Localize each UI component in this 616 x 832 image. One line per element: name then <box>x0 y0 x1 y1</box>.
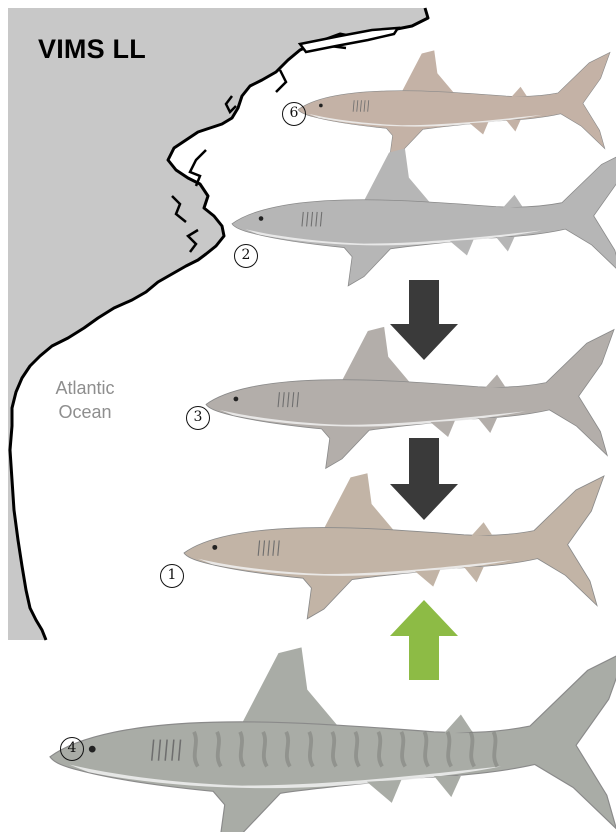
shark-anal-fin <box>496 237 514 252</box>
shark-dorsal-fin <box>364 149 430 203</box>
shark-second-dorsal-fin <box>503 195 523 208</box>
up-arrow-icon <box>390 600 458 680</box>
shark-eye <box>212 545 217 550</box>
rank-badge-shark-3: 3 <box>186 406 210 430</box>
shark-body <box>184 476 604 619</box>
shark-anal-fin <box>464 567 484 582</box>
shark-illustration <box>232 149 616 286</box>
shark-pelvic-fin <box>415 570 440 587</box>
shark-dorsal-fin <box>324 473 394 530</box>
rank-badge-shark-4: 1 <box>160 564 184 588</box>
down-arrow-icon <box>390 438 458 520</box>
shark-eye <box>234 397 239 402</box>
rank-badge-shark-5: 4 <box>60 737 84 761</box>
arrows-layer <box>390 280 458 680</box>
shark-second-dorsal-fin <box>485 374 505 388</box>
shark-illustration <box>50 647 616 832</box>
shark-pelvic-fin <box>470 122 489 134</box>
shark-anal-fin <box>506 120 521 131</box>
shark-second-dorsal-fin <box>444 715 473 734</box>
shark-illustration <box>298 50 610 158</box>
shark-illustration <box>184 473 604 619</box>
shark-anal-fin <box>434 776 461 797</box>
rank-badge-shark-1: 6 <box>282 102 306 126</box>
shark-body <box>298 52 610 158</box>
shark-pelvic-fin <box>367 780 402 803</box>
shark-dorsal-fin <box>342 327 410 383</box>
figure-title: VIMS LL <box>38 34 146 65</box>
shark-dorsal-fin <box>402 50 454 93</box>
shark-body <box>232 151 616 286</box>
shark-pelvic-fin <box>450 240 474 256</box>
ocean-label-line2: Ocean <box>30 400 140 424</box>
shark-eye <box>319 104 323 108</box>
ocean-label: Atlantic Ocean <box>30 376 140 424</box>
shark-second-dorsal-fin <box>511 87 527 97</box>
shark-eye <box>89 746 96 753</box>
ocean-label-line1: Atlantic <box>30 376 140 400</box>
shark-dorsal-fin <box>242 647 338 726</box>
shark-second-dorsal-fin <box>471 522 492 536</box>
rank-badge-shark-2: 2 <box>234 244 258 268</box>
shark-pelvic-fin <box>430 421 454 437</box>
shark-eye <box>259 216 264 221</box>
down-arrow-icon <box>390 280 458 360</box>
shark-anal-fin <box>478 418 497 433</box>
